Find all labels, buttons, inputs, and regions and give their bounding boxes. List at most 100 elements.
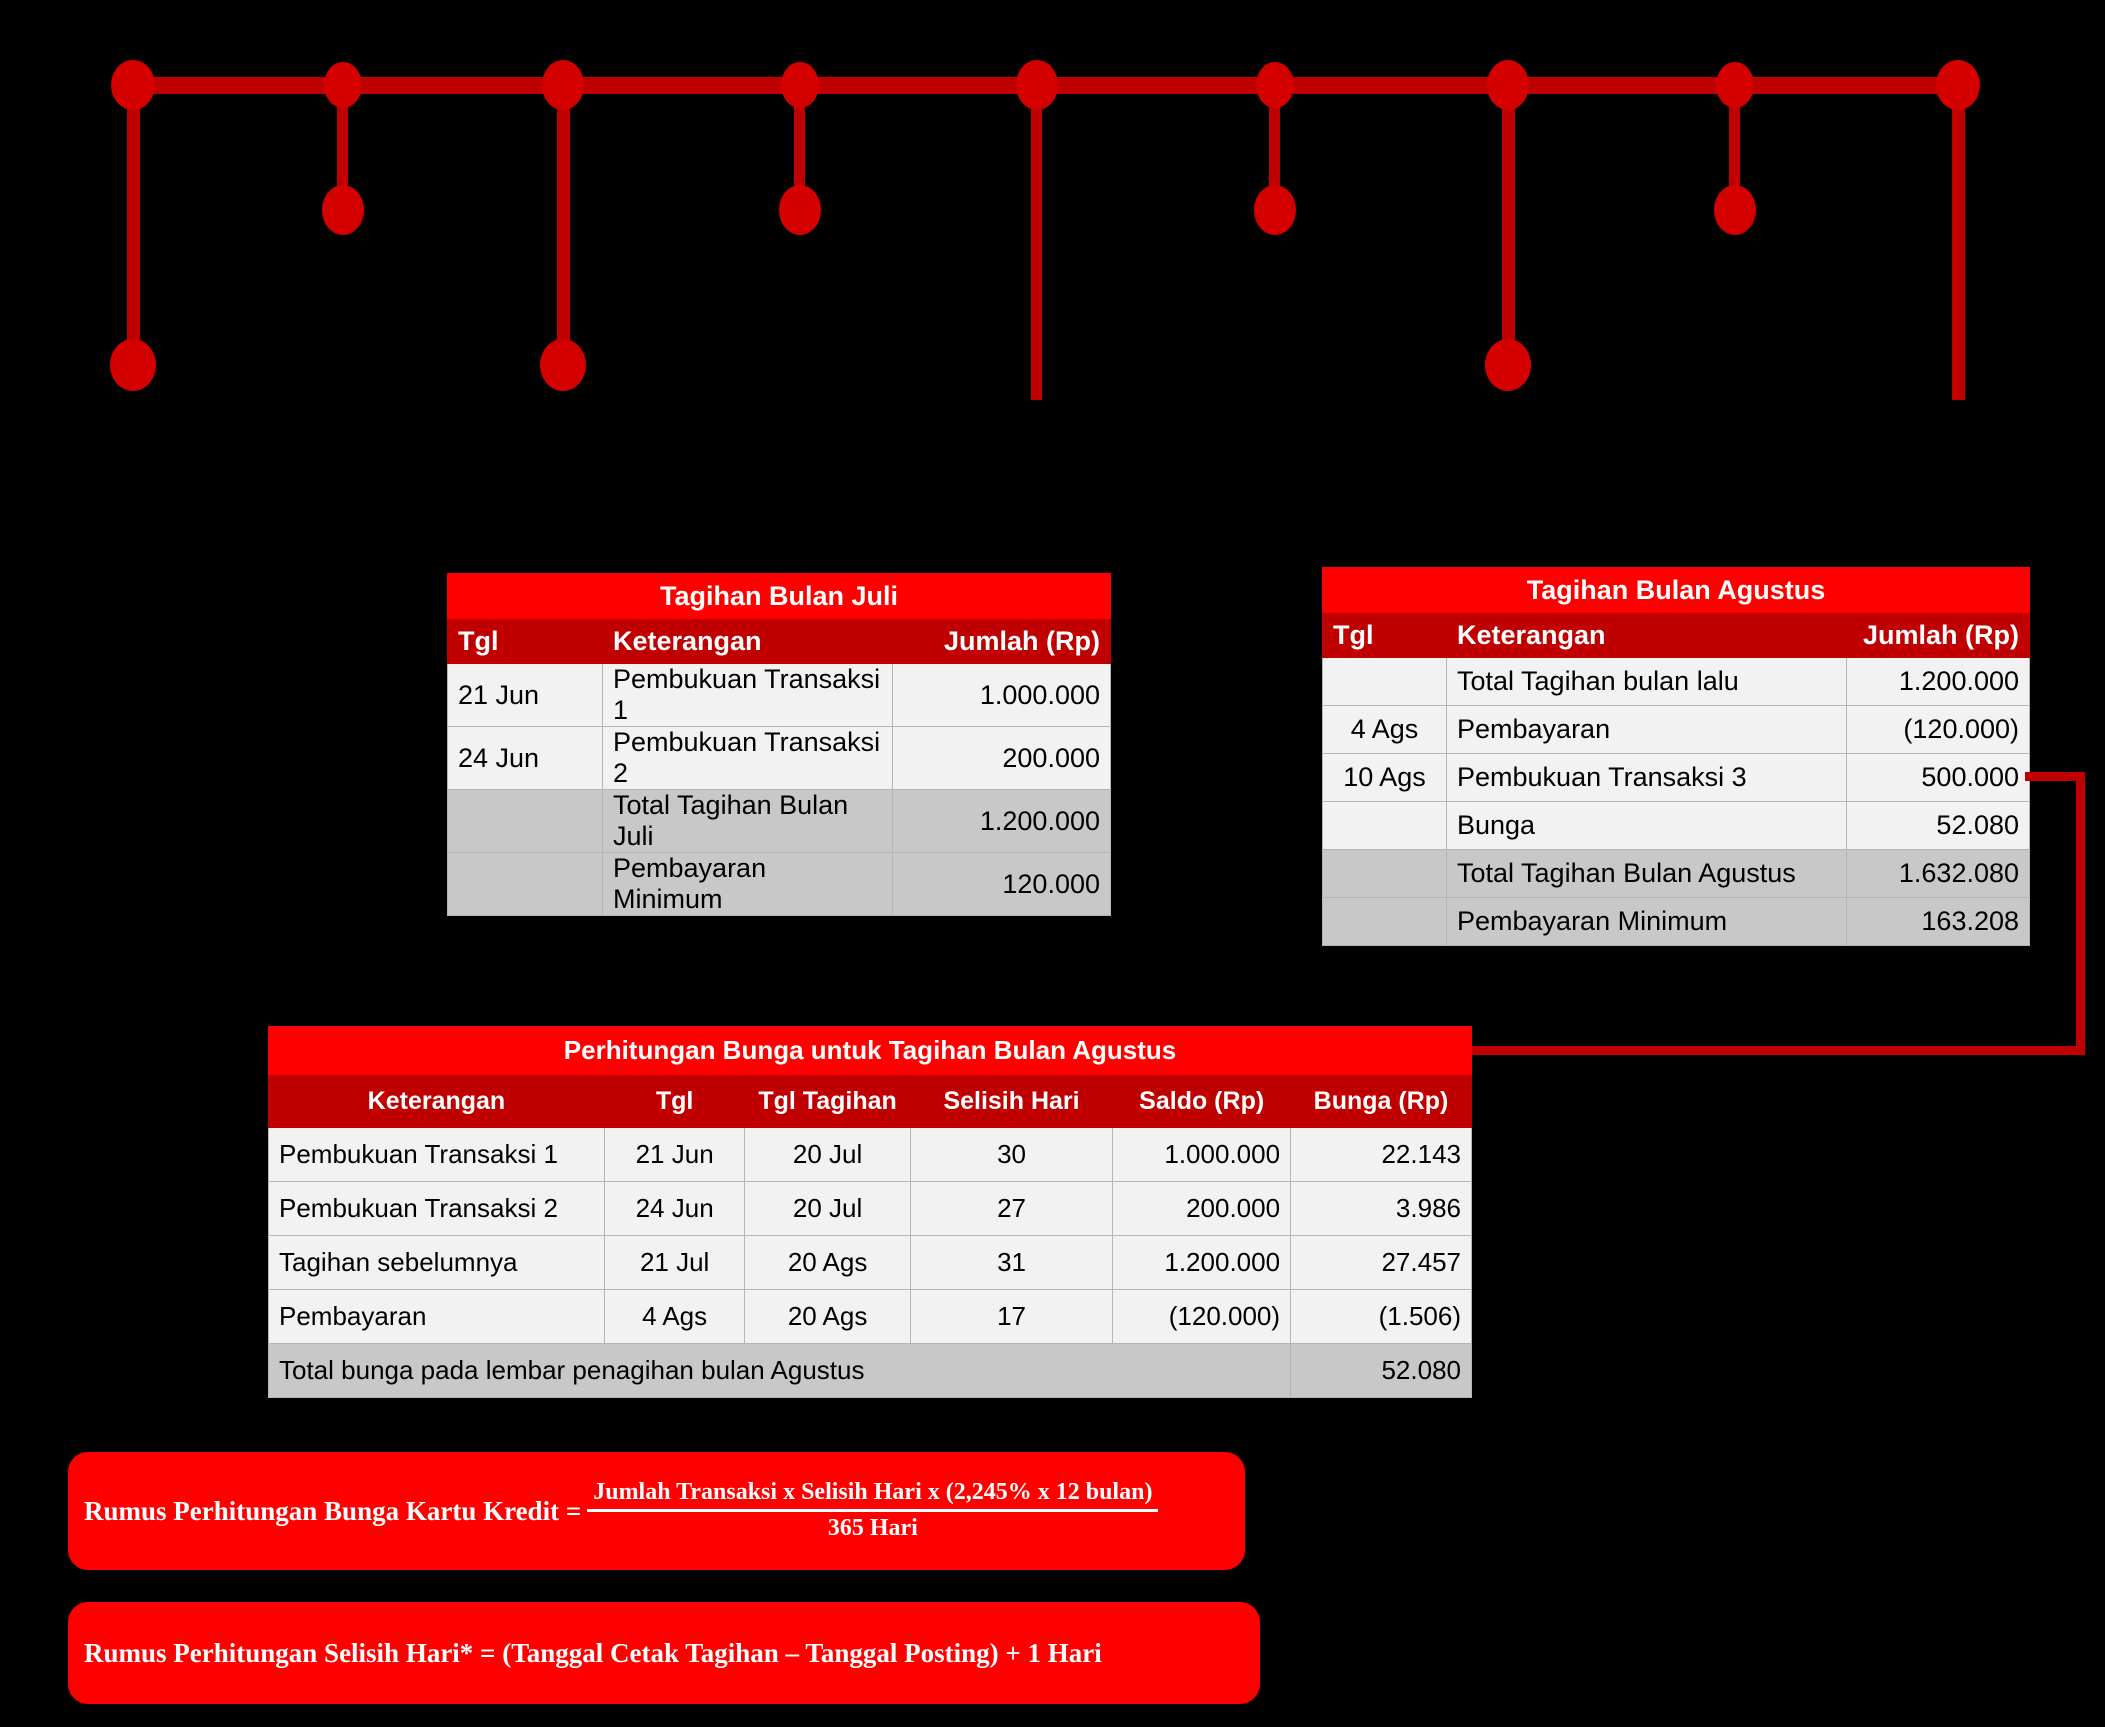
- cell-jumlah: 120.000: [892, 852, 1111, 916]
- timeline-node-9: [1936, 60, 1980, 110]
- timeline-drop-dot-8: [1714, 185, 1756, 235]
- cell-tgl: 24 Jun: [447, 726, 603, 790]
- cell-jumlah: (120.000): [1845, 705, 2031, 754]
- cell-total-label: Total bunga pada lembar penagihan bulan …: [267, 1343, 1292, 1398]
- timeline-stem-9-connector: [1952, 85, 1965, 400]
- table-row: 10 Ags Pembukuan Transaksi 3 500.000: [1322, 753, 2031, 802]
- table-header-row: Tgl Keterangan Jumlah (Rp): [447, 618, 1111, 664]
- timeline-node-1: [111, 60, 155, 110]
- timeline-node-2: [324, 62, 362, 108]
- table-row: Total Tagihan Bulan Juli 1.200.000: [447, 789, 1111, 853]
- table-title-row: Tagihan Bulan Juli: [447, 573, 1111, 619]
- table-title: Perhitungan Bunga untuk Tagihan Bulan Ag…: [268, 1026, 1472, 1075]
- cell-tgl-tagihan: 20 Jul: [744, 1181, 911, 1236]
- timeline-stem-2: [337, 85, 348, 210]
- cell-tgl: 21 Jun: [447, 663, 603, 727]
- formula-bunga-numerator: Jumlah Transaksi x Selisih Hari x (2,245…: [587, 1479, 1159, 1512]
- cell-tgl: [1322, 897, 1447, 946]
- cell-selisih-hari: 31: [909, 1235, 1114, 1290]
- cell-tgl: 21 Jul: [603, 1235, 746, 1290]
- column-header-jumlah: Jumlah (Rp): [1845, 612, 2031, 658]
- cell-tgl-tagihan: 20 Ags: [744, 1235, 911, 1290]
- connector-agustus-to-bunga-segment-vertical: [2076, 772, 2085, 1054]
- cell-tgl: [447, 789, 603, 853]
- cell-bunga: (1.506): [1290, 1289, 1472, 1344]
- cell-tgl-tagihan: 20 Jul: [744, 1127, 911, 1182]
- table-total-row: Total bunga pada lembar penagihan bulan …: [267, 1343, 1472, 1398]
- cell-jumlah: 200.000: [892, 726, 1111, 790]
- column-header-saldo: Saldo (Rp): [1112, 1074, 1292, 1128]
- cell-keterangan: Pembukuan Transaksi 1: [602, 663, 893, 727]
- timeline-node-3: [542, 60, 584, 110]
- timeline-drop-dot-3: [540, 339, 586, 391]
- timeline-drop-dot-4: [779, 185, 821, 235]
- connector-agustus-to-bunga-segment-top: [2025, 772, 2085, 781]
- table-title: Tagihan Bulan Agustus: [1321, 567, 2031, 613]
- timeline-node-4: [781, 62, 819, 108]
- table-row: Bunga 52.080: [1322, 801, 2031, 850]
- timeline-stem-7: [1502, 85, 1515, 365]
- cell-bunga: 22.143: [1290, 1127, 1472, 1182]
- cell-saldo: (120.000): [1112, 1289, 1292, 1344]
- formula-selisih-hari-text: Rumus Perhitungan Selisih Hari* = (Tangg…: [84, 1637, 1102, 1668]
- timeline-stem-3: [557, 85, 570, 365]
- cell-selisih-hari: 30: [909, 1127, 1114, 1182]
- timeline-stem-8: [1729, 85, 1740, 210]
- table-row: Pembukuan Transaksi 2 24 Jun 20 Jul 27 2…: [268, 1181, 1472, 1236]
- cell-tgl: 24 Jun: [603, 1181, 746, 1236]
- cell-selisih-hari: 27: [909, 1181, 1114, 1236]
- table-row: Total Tagihan Bulan Agustus 1.632.080: [1322, 849, 2031, 898]
- timeline-stem-4: [794, 85, 805, 210]
- cell-tgl: [447, 852, 603, 916]
- cell-selisih-hari: 17: [909, 1289, 1114, 1344]
- cell-tgl: 4 Ags: [1322, 705, 1447, 754]
- cell-keterangan: Tagihan sebelumnya: [268, 1235, 605, 1290]
- cell-tgl: 21 Jun: [603, 1127, 746, 1182]
- cell-tgl: [1322, 849, 1447, 898]
- table-row: Tagihan sebelumnya 21 Jul 20 Ags 31 1.20…: [268, 1235, 1472, 1290]
- cell-keterangan: Pembayaran Minimum: [602, 852, 893, 916]
- cell-tgl: [1322, 657, 1447, 706]
- cell-tgl-tagihan: 20 Ags: [744, 1289, 911, 1344]
- column-header-keterangan: Keterangan: [1446, 612, 1847, 658]
- cell-saldo: 200.000: [1112, 1181, 1292, 1236]
- cell-jumlah: 1.000.000: [892, 663, 1111, 727]
- cell-bunga: 27.457: [1290, 1235, 1472, 1290]
- formula-bunga-denominator: 365 Hari: [827, 1515, 918, 1541]
- cell-keterangan: Bunga: [1446, 801, 1847, 850]
- cell-keterangan: Pembayaran Minimum: [1446, 897, 1847, 946]
- cell-saldo: 1.200.000: [1112, 1235, 1292, 1290]
- column-header-bunga: Bunga (Rp): [1290, 1074, 1472, 1128]
- cell-jumlah: 500.000: [1845, 753, 2031, 802]
- table-row: 24 Jun Pembukuan Transaksi 2 200.000: [447, 726, 1111, 790]
- column-header-tgl-tagihan: Tgl Tagihan: [744, 1074, 911, 1128]
- cell-keterangan: Total Tagihan bulan lalu: [1446, 657, 1847, 706]
- column-header-tgl: Tgl: [1322, 612, 1447, 658]
- table-header-row: Keterangan Tgl Tgl Tagihan Selisih Hari …: [268, 1074, 1472, 1128]
- table-row: Pembayaran Minimum 120.000: [447, 852, 1111, 916]
- cell-jumlah: 163.208: [1845, 897, 2031, 946]
- timeline-drop-dot-2: [322, 185, 364, 235]
- cell-keterangan: Pembukuan Transaksi 3: [1446, 753, 1847, 802]
- table-row: Pembukuan Transaksi 1 21 Jun 20 Jul 30 1…: [268, 1127, 1472, 1182]
- table-header-row: Tgl Keterangan Jumlah (Rp): [1322, 612, 2031, 658]
- formula-box-bunga-kartu-kredit: Rumus Perhitungan Bunga Kartu Kredit = J…: [68, 1452, 1245, 1570]
- column-header-tgl: Tgl: [447, 618, 603, 664]
- timeline-drop-dot-1: [110, 339, 156, 391]
- column-header-jumlah: Jumlah (Rp): [892, 618, 1111, 664]
- timeline-stem-1: [127, 85, 140, 365]
- cell-keterangan: Pembukuan Transaksi 2: [602, 726, 893, 790]
- cell-jumlah: 52.080: [1845, 801, 2031, 850]
- timeline-drop-dot-7: [1485, 339, 1531, 391]
- cell-keterangan: Total Tagihan Bulan Agustus: [1446, 849, 1847, 898]
- timeline-node-8: [1716, 62, 1754, 108]
- column-header-keterangan: Keterangan: [268, 1074, 605, 1128]
- table-perhitungan-bunga: Perhitungan Bunga untuk Tagihan Bulan Ag…: [267, 1026, 1472, 1398]
- table-row: Total Tagihan bulan lalu 1.200.000: [1322, 657, 2031, 706]
- table-tagihan-juli: Tagihan Bulan Juli Tgl Keterangan Jumlah…: [447, 573, 1111, 916]
- formula-bunga-fraction: Jumlah Transaksi x Selisih Hari x (2,245…: [587, 1479, 1159, 1542]
- cell-keterangan: Total Tagihan Bulan Juli: [602, 789, 893, 853]
- cell-tgl: [1322, 801, 1447, 850]
- cell-keterangan: Pembayaran: [1446, 705, 1847, 754]
